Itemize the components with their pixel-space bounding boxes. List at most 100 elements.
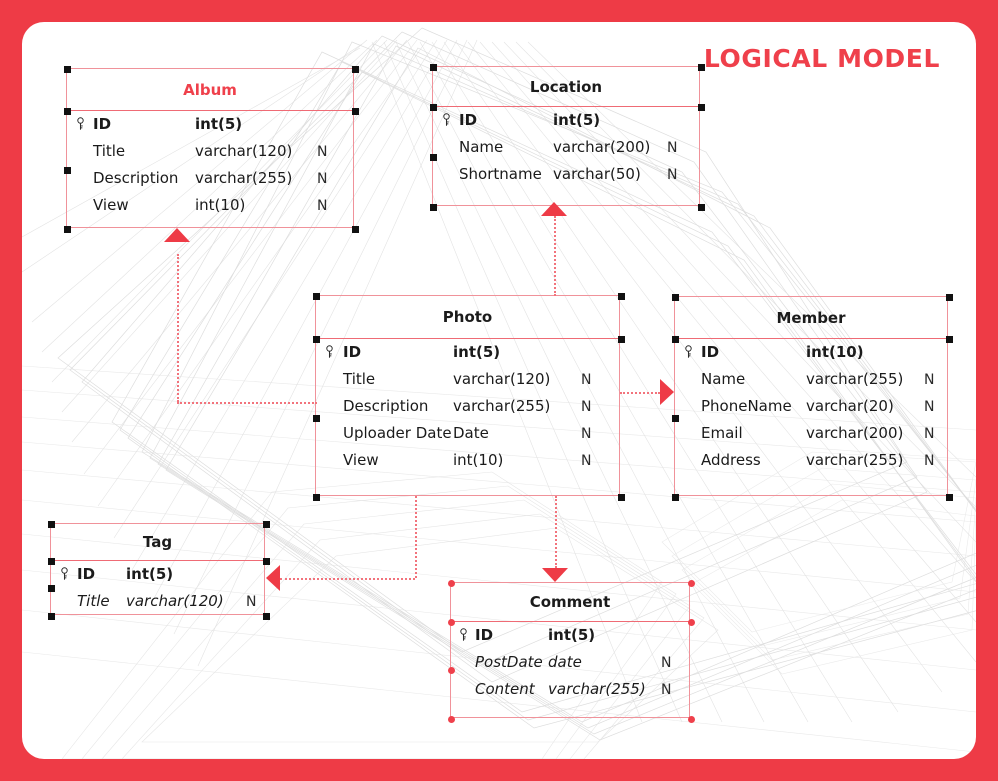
attribute-type: int(10) — [195, 196, 246, 214]
attribute-type: varchar(120) — [126, 592, 224, 610]
resize-handle[interactable] — [351, 65, 359, 73]
resize-handle[interactable] — [47, 585, 55, 592]
page-title: LOGICAL MODEL — [703, 44, 940, 73]
key-icon — [675, 343, 701, 361]
attribute-type: varchar(255) — [453, 397, 551, 415]
resize-handle[interactable] — [63, 65, 71, 73]
resize-handle[interactable] — [312, 414, 320, 422]
resize-handle[interactable] — [447, 579, 455, 587]
attribute-name: Title — [343, 370, 376, 388]
resize-handle[interactable] — [351, 107, 359, 115]
resize-handle[interactable] — [687, 715, 695, 723]
resize-handle[interactable] — [262, 612, 270, 620]
attribute-name: Uploader Date — [343, 424, 452, 442]
resize-handle[interactable] — [47, 520, 55, 528]
resize-handle[interactable] — [447, 667, 455, 674]
attribute-type: varchar(20) — [806, 397, 894, 415]
attribute-nullable-flag: N — [246, 594, 257, 610]
resize-handle[interactable] — [262, 557, 270, 565]
resize-handle[interactable] — [262, 520, 270, 528]
attribute-nullable-flag: N — [667, 167, 678, 183]
attribute-nullable-flag: N — [317, 171, 328, 187]
attribute-row[interactable]: Description varchar(255) N — [316, 397, 619, 424]
resize-handle[interactable] — [312, 292, 320, 300]
entity-title-location: Location — [433, 67, 699, 107]
resize-handle[interactable] — [447, 715, 455, 723]
attribute-name: ID — [701, 343, 720, 361]
attribute-nullable-flag: N — [924, 453, 935, 469]
resize-handle[interactable] — [945, 493, 953, 501]
entity-title-tag: Tag — [51, 524, 264, 561]
resize-handle[interactable] — [617, 493, 625, 501]
key-icon — [433, 111, 459, 129]
resize-handle[interactable] — [63, 166, 71, 174]
entity-title-comment: Comment — [451, 583, 689, 622]
resize-handle[interactable] — [429, 203, 437, 211]
resize-handle[interactable] — [687, 618, 695, 626]
resize-handle[interactable] — [617, 335, 625, 343]
resize-handle[interactable] — [47, 612, 55, 620]
resize-handle[interactable] — [671, 493, 679, 501]
resize-handle[interactable] — [687, 579, 695, 587]
attribute-name: Title — [93, 142, 126, 160]
attribute-type: int(5) — [195, 115, 243, 133]
attribute-type: int(5) — [548, 626, 596, 644]
resize-handle[interactable] — [429, 103, 437, 111]
attribute-row[interactable]: ID int(5) — [51, 565, 264, 592]
resize-handle[interactable] — [697, 103, 705, 111]
resize-handle[interactable] — [447, 618, 455, 626]
resize-handle[interactable] — [429, 63, 437, 71]
resize-handle[interactable] — [63, 225, 71, 233]
attribute-nullable-flag: N — [581, 399, 592, 415]
attribute-row[interactable]: ID int(5) — [67, 115, 353, 142]
resize-handle[interactable] — [351, 225, 359, 233]
attribute-type: int(5) — [126, 565, 174, 583]
resize-handle[interactable] — [312, 335, 320, 343]
resize-handle[interactable] — [671, 335, 679, 343]
resize-handle[interactable] — [697, 63, 705, 71]
attribute-name: ID — [93, 115, 112, 133]
attribute-name: ID — [77, 565, 96, 583]
resize-handle[interactable] — [945, 293, 953, 301]
resize-handle[interactable] — [671, 293, 679, 301]
resize-handle[interactable] — [312, 493, 320, 501]
resize-handle[interactable] — [47, 557, 55, 565]
attribute-name: Description — [343, 397, 429, 415]
resize-handle[interactable] — [429, 153, 437, 161]
resize-handle[interactable] — [945, 335, 953, 343]
resize-handle[interactable] — [617, 292, 625, 300]
resize-handle[interactable] — [63, 107, 71, 115]
resize-handle[interactable] — [697, 203, 705, 211]
entity-title-album: Album — [67, 69, 353, 111]
attribute-type: varchar(200) — [806, 424, 904, 442]
attribute-nullable-flag: N — [317, 144, 328, 160]
resize-handle[interactable] — [671, 414, 679, 422]
